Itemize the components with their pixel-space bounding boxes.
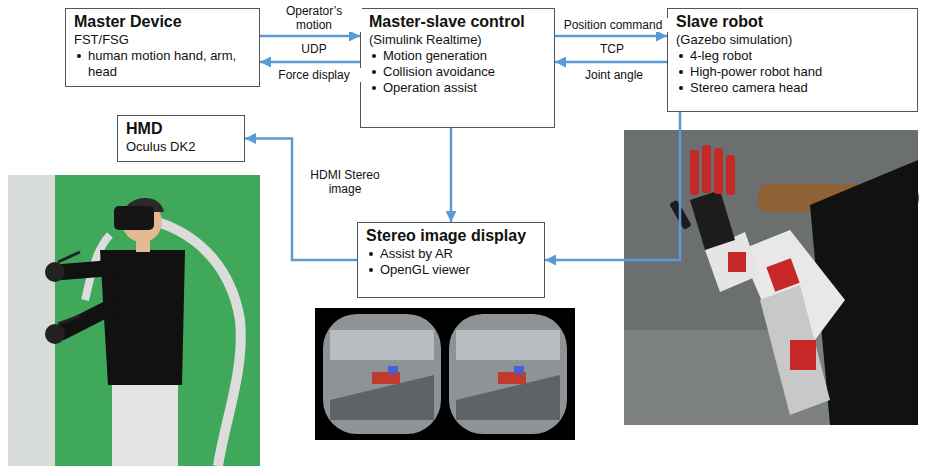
bullet-item: OpenGL viewer [366,262,536,278]
stereo-image-view [315,308,575,440]
connector-arrow [555,61,667,64]
box-title: Master-slave control [369,12,546,32]
edge-label: Joint angle [566,68,662,82]
display-box: Stereo image displayAssist by AROpenGL v… [357,222,545,298]
bullet-item: human motion hand, arm, head [74,48,251,80]
robot-box: Slave robot(Gazebo simulation)4-leg robo… [667,8,918,112]
edge-label: Force display [266,68,362,82]
box-title: HMD [126,119,236,139]
bullet-item: Collision avoidance [369,64,546,80]
process-box: Master-slave control(Simulink Realtime)M… [360,8,555,128]
edge-label: Operator’s motion [266,4,362,32]
box-title: Master Device [74,12,251,32]
device-box: Master DeviceFST/FSGhuman motion hand, a… [65,8,260,87]
connector-arrow [260,61,360,64]
edge-label: Position command [556,18,670,32]
connector-arrow [545,112,680,260]
bullet-item: High-power robot hand [676,64,909,80]
box-subtitle: (Gazebo simulation) [676,32,909,48]
bullet-item: 4-leg robot [676,48,909,64]
connector-arrow [450,128,453,222]
protocol-label: UDP [290,42,338,56]
edge-label: HDMI Stereo image [298,168,392,196]
connector-arrow [245,139,357,261]
connector-arrow [260,35,360,38]
hmd-box: HMDOculus DK2 [117,115,245,162]
box-subtitle: FST/FSG [74,32,251,48]
operator-photo [8,175,260,466]
box-title: Stereo image display [366,226,536,246]
bullet-item: Stereo camera head [676,80,909,96]
bullet-item: Assist by AR [366,246,536,262]
box-subtitle: (Simulink Realtime) [369,32,546,48]
bullet-item: Motion generation [369,48,546,64]
box-subtitle: Oculus DK2 [126,139,236,155]
box-title: Slave robot [676,12,909,32]
connector-arrow [555,35,667,38]
slave-robot-render [624,130,919,425]
protocol-label: TCP [588,42,636,56]
bullet-item: Operation assist [369,80,546,96]
